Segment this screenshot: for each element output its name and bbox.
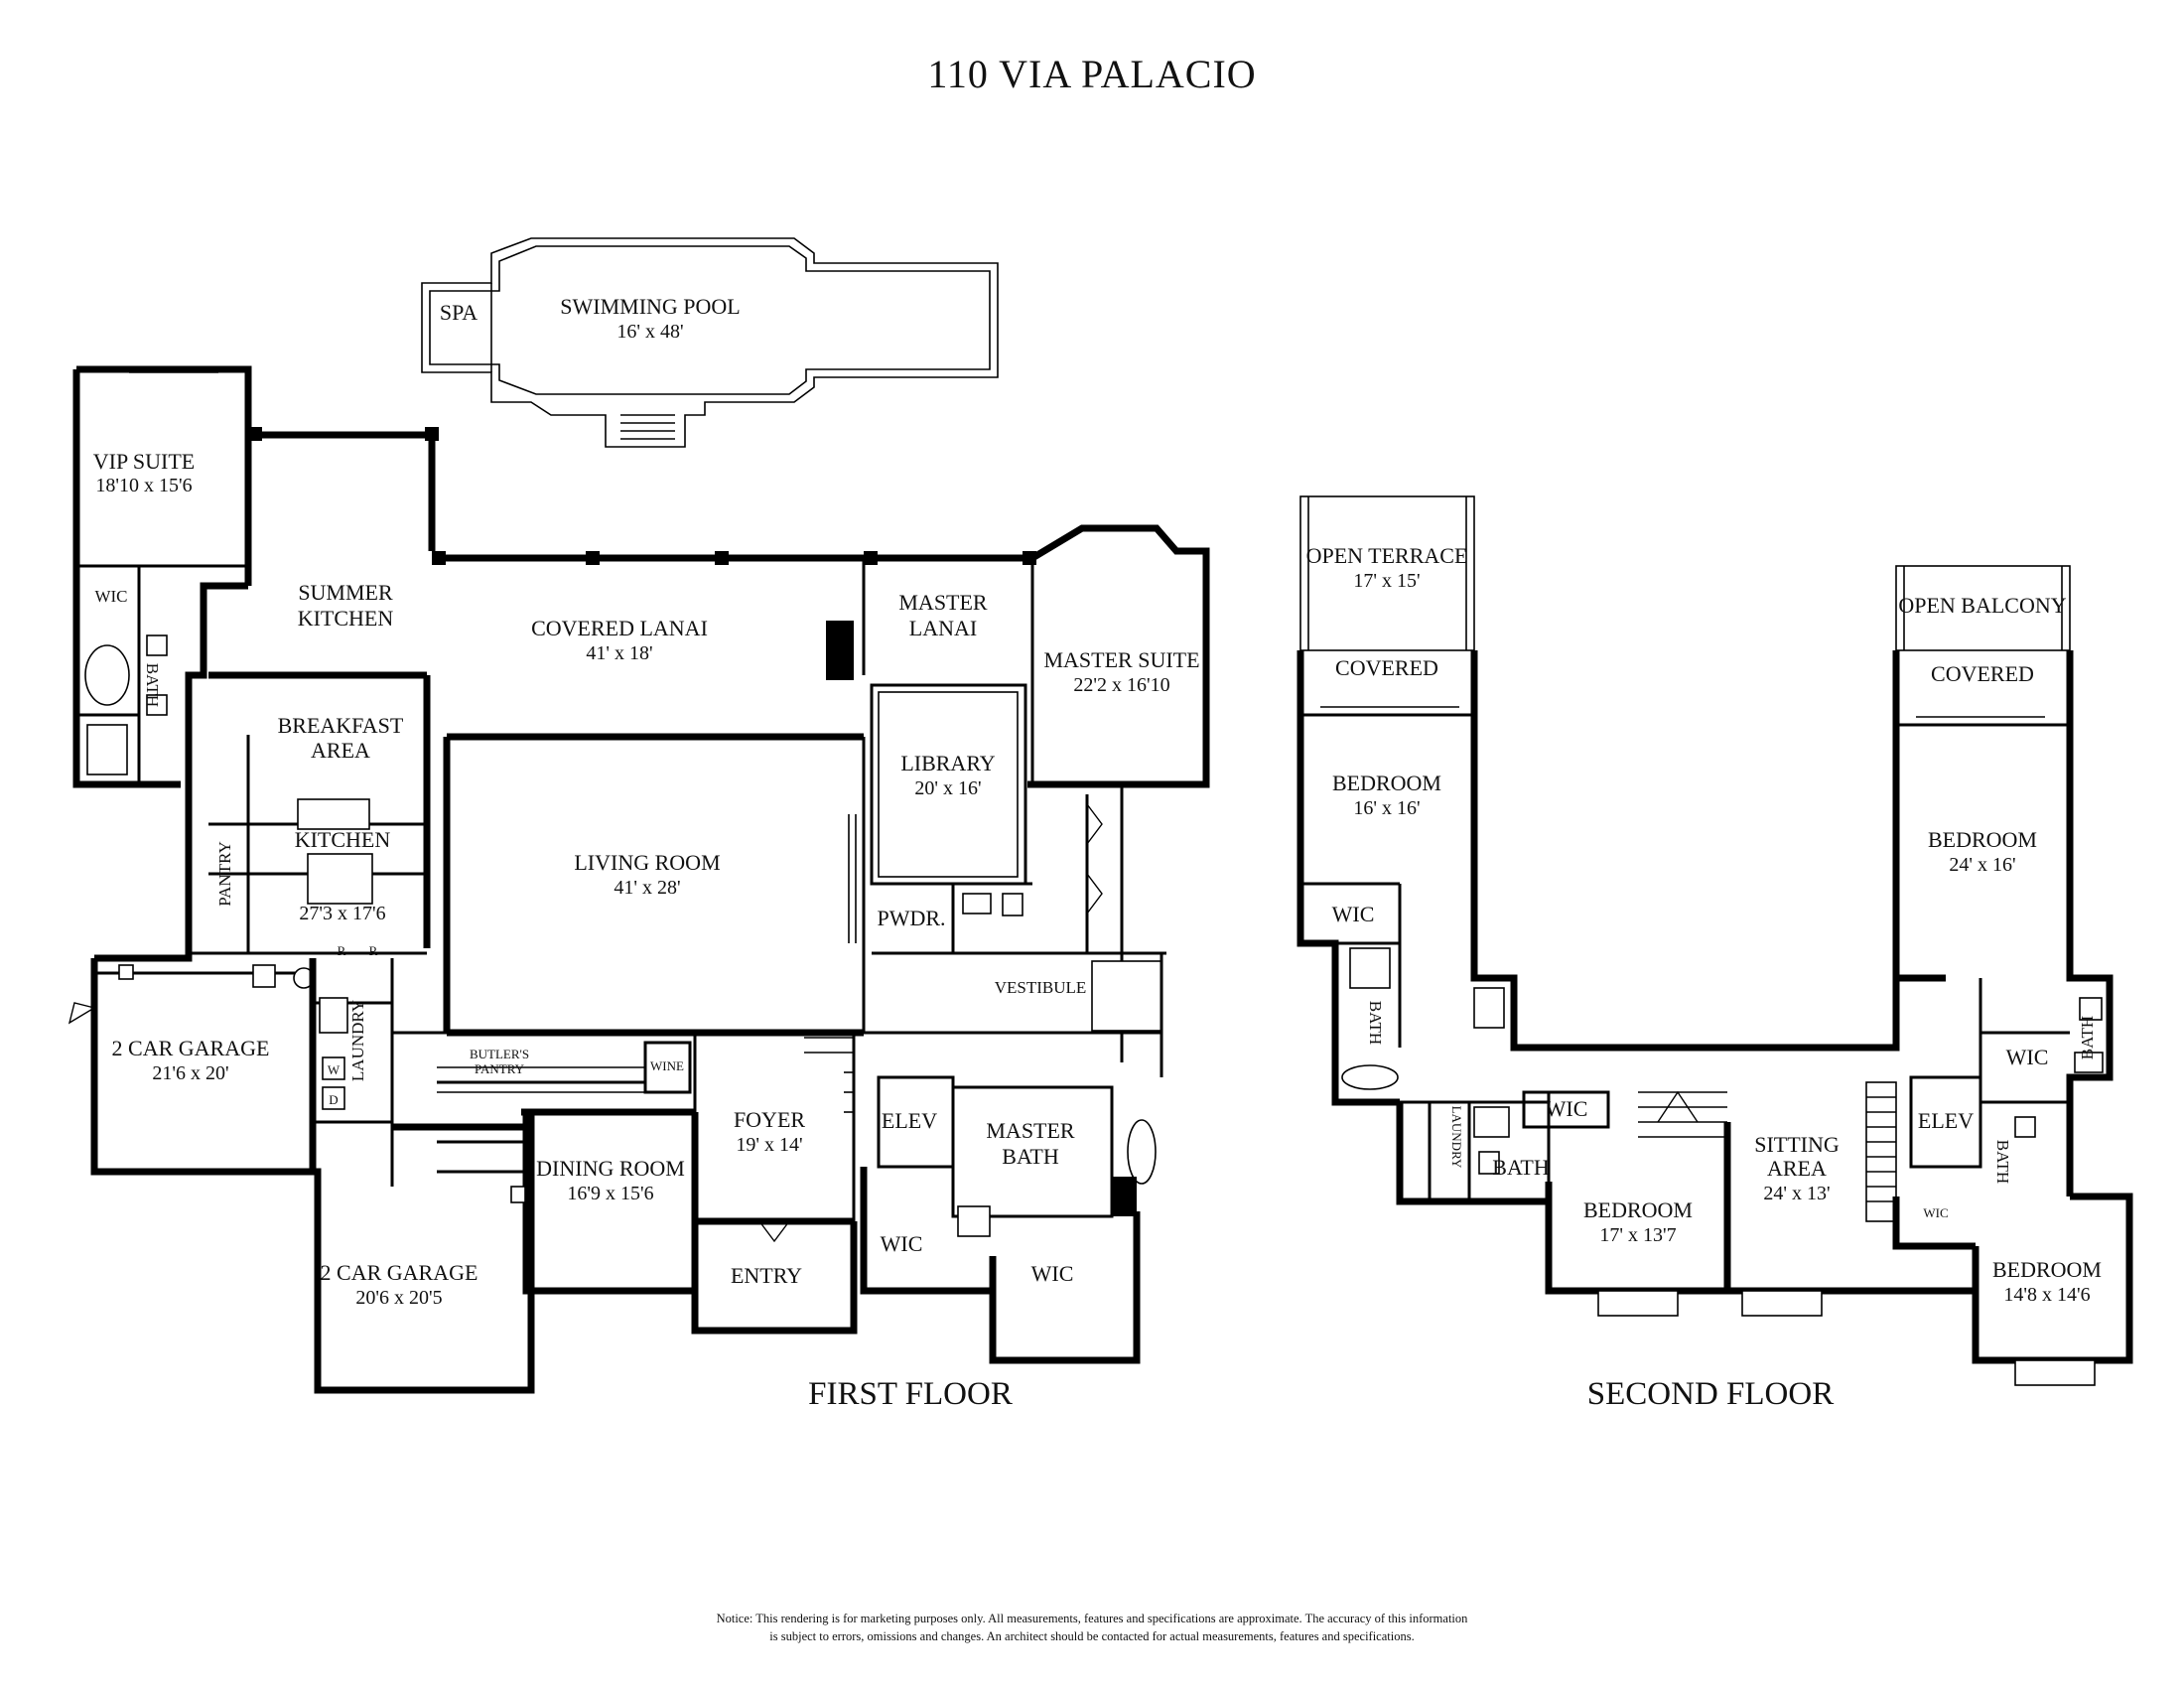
fridge-label-1: R: [338, 943, 346, 958]
vestibule-label: VESTIBULE: [995, 978, 1087, 997]
first-floor-label: FIRST FLOOR: [808, 1376, 1013, 1412]
butlers-pantry-label-2: PANTRY: [475, 1061, 525, 1076]
pool-dim: 16' x 48': [616, 321, 683, 343]
laundry-label: LAUNDRY: [348, 1000, 367, 1081]
breakfast-label-1: BREAKFAST: [278, 713, 404, 738]
sitting-dim: 24' x 13': [1763, 1183, 1830, 1204]
spa-label: SPA: [440, 300, 478, 325]
bath-small-label: BATH: [1993, 1140, 2012, 1184]
dining-room-label: DINING ROOM: [536, 1156, 685, 1181]
master-lanai-label-1: MASTER: [898, 590, 988, 615]
covered-right-label: COVERED: [1931, 661, 2034, 686]
vip-suite-dim: 18'10 x 15'6: [95, 475, 192, 496]
kitchen-dim: 27'3 x 17'6: [299, 903, 385, 924]
vip-bath-label: BATH: [143, 663, 162, 707]
bath-right-label: BATH: [2078, 1016, 2097, 1059]
covered-left-label: COVERED: [1335, 655, 1438, 680]
master-bath-label-2: BATH: [1002, 1144, 1059, 1169]
master-bath-label-1: MASTER: [986, 1118, 1075, 1143]
open-balcony-label: OPEN BALCONY: [1898, 593, 2066, 618]
breakfast-label-2: AREA: [311, 738, 370, 763]
wic-small-label: WIC: [1923, 1205, 1948, 1220]
dining-room-dim: 16'9 x 15'6: [567, 1183, 653, 1204]
fridge-label-2: R: [369, 943, 378, 958]
vip-wic-label: WIC: [94, 587, 127, 606]
covered-lanai-dim: 41' x 18': [586, 642, 652, 664]
bath-mid-label: BATH: [1492, 1155, 1550, 1180]
pantry-label: PANTRY: [215, 841, 234, 907]
wic-left-label: WIC: [881, 1231, 923, 1256]
bedroom-mid-label: BEDROOM: [1583, 1197, 1693, 1222]
sitting-label-2: AREA: [1767, 1156, 1827, 1181]
master-suite-dim: 22'2 x 16'10: [1073, 674, 1169, 696]
sf-elev-label: ELEV: [1918, 1108, 1974, 1133]
open-terrace-dim: 17' x 15': [1353, 570, 1420, 592]
sitting-label-1: SITTING: [1754, 1132, 1840, 1157]
second-floor-plan: OPEN TERRACE 17' x 15' COVERED BEDROOM 1…: [1297, 495, 2133, 1386]
garage-1-dim: 21'6 x 20': [152, 1062, 228, 1084]
sf-laundry-label: LAUNDRY: [1449, 1106, 1464, 1169]
bedroom-left-label: BEDROOM: [1332, 771, 1441, 795]
wine-label: WINE: [650, 1058, 684, 1073]
second-floor-label: SECOND FLOOR: [1587, 1376, 1834, 1412]
library-dim: 20' x 16': [914, 777, 981, 799]
master-suite-label: MASTER SUITE: [1043, 647, 1199, 672]
pool-steps: [620, 414, 675, 440]
dryer-label: D: [329, 1092, 338, 1107]
kitchen-label: KITCHEN: [295, 827, 391, 852]
entry-label: ENTRY: [731, 1263, 802, 1288]
elev-label: ELEV: [882, 1108, 937, 1133]
garage-1-label: 2 CAR GARAGE: [112, 1036, 270, 1060]
bedroom-corner-dim: 14'8 x 14'6: [2003, 1284, 2090, 1306]
summer-kitchen-label-1: SUMMER: [298, 580, 393, 605]
wic-left-sf-label: WIC: [1332, 902, 1375, 926]
living-room-label: LIVING ROOM: [574, 850, 720, 875]
sf-stairs-right: [1865, 1081, 1897, 1222]
foyer-dim: 19' x 14': [736, 1134, 802, 1156]
first-floor-plan: W D R R: [68, 365, 1210, 1394]
washer-label: W: [328, 1062, 341, 1077]
bedroom-left-dim: 16' x 16': [1353, 797, 1420, 819]
wic-right-sf-label: WIC: [2006, 1045, 2049, 1069]
master-lanai-label-2: LANAI: [909, 616, 977, 640]
library-label: LIBRARY: [900, 751, 995, 775]
bedroom-mid-dim: 17' x 13'7: [1599, 1224, 1676, 1246]
wic-mid-label: WIC: [1546, 1096, 1588, 1121]
powder-label: PWDR.: [877, 906, 945, 930]
pool-label: SWIMMING POOL: [560, 294, 741, 319]
foyer-label: FOYER: [734, 1107, 805, 1132]
bedroom-right-dim: 24' x 16': [1949, 854, 2015, 876]
garage-2-label: 2 CAR GARAGE: [321, 1260, 478, 1285]
bedroom-corner-label: BEDROOM: [1992, 1257, 2102, 1282]
vip-suite-label: VIP SUITE: [93, 449, 195, 474]
garage-2-dim: 20'6 x 20'5: [355, 1287, 442, 1309]
bedroom-right-label: BEDROOM: [1928, 827, 2037, 852]
foyer-stairs: [804, 1037, 854, 1113]
open-terrace-label: OPEN TERRACE: [1306, 543, 1468, 568]
living-room-dim: 41' x 28': [614, 877, 680, 899]
wic-right-label: WIC: [1031, 1261, 1074, 1286]
notice-line-1: Notice: This rendering is for marketing …: [717, 1612, 1469, 1625]
sf-stairs-left: [1638, 1091, 1727, 1138]
plan-title: 110 VIA PALACIO: [927, 52, 1256, 96]
covered-lanai-label: COVERED LANAI: [531, 616, 708, 640]
notice-line-2: is subject to errors, omissions and chan…: [769, 1629, 1414, 1643]
summer-kitchen-label-2: KITCHEN: [298, 606, 394, 631]
swimming-pool: SPA SWIMMING POOL 16' x 48': [421, 237, 999, 448]
bath-left-label: BATH: [1366, 1001, 1385, 1045]
butlers-pantry-label-1: BUTLER'S: [470, 1047, 529, 1061]
